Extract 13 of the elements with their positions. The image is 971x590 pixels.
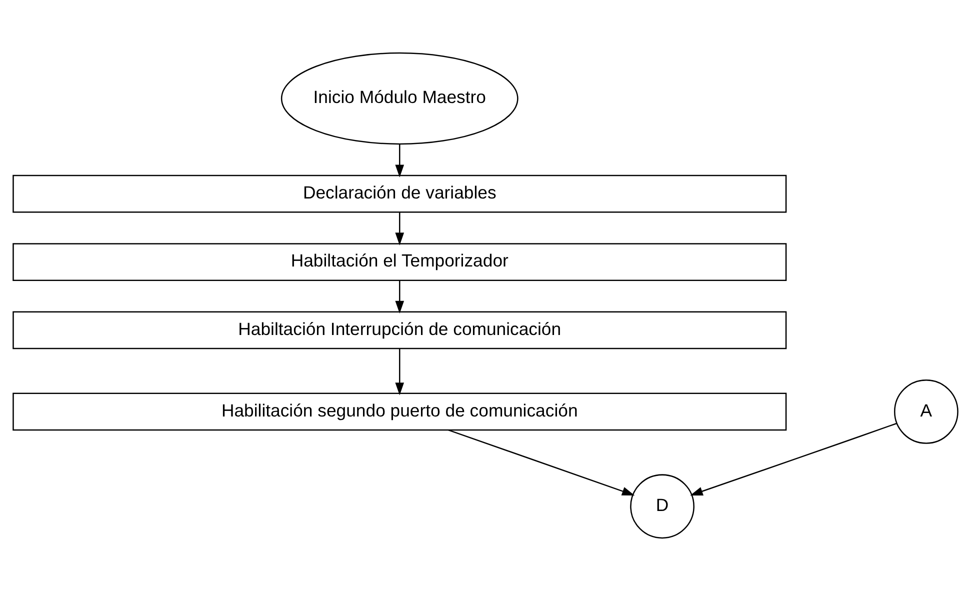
node-box: Habilitación segundo puerto de comunicación bbox=[12, 392, 787, 430]
arrow bbox=[395, 212, 404, 245]
node-ellipse: Inicio Módulo Maestro bbox=[280, 52, 518, 144]
node-box: Habiltación Interrupción de comunicación bbox=[12, 310, 787, 349]
node-circle: D bbox=[630, 474, 694, 538]
arrow bbox=[448, 428, 635, 495]
arrow bbox=[395, 348, 404, 395]
node-box: Habiltación el Temporizador bbox=[12, 242, 787, 280]
arrow bbox=[395, 280, 404, 314]
node-circle: A bbox=[894, 378, 958, 444]
node-box: Declaración de variables bbox=[12, 174, 787, 212]
arrow bbox=[395, 144, 404, 177]
arrow bbox=[690, 422, 898, 496]
